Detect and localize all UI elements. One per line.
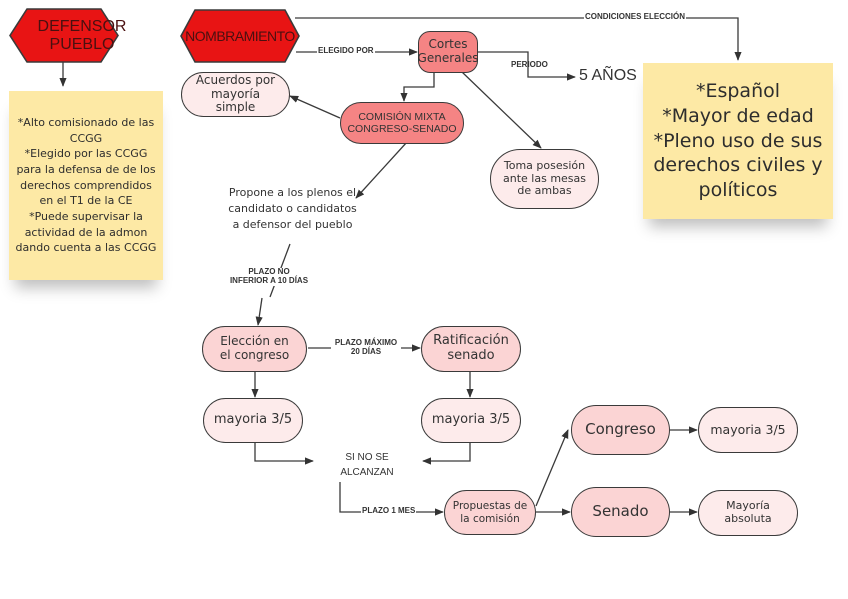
note-line: en el T1 de la CE (39, 194, 133, 208)
senado-node[interactable]: Senado (571, 487, 670, 537)
edge-comision-propone (355, 141, 408, 199)
note-line: derechos civiles y (653, 154, 823, 177)
acuerdos-label: Acuerdos por mayoría simple (195, 72, 276, 115)
note-line: dando cuenta a las CCGG (15, 241, 157, 255)
senado-mayoria-label: Mayoría absoluta (724, 499, 772, 525)
defensor-note: *Alto comisionado de las CCGG *Elegido p… (9, 91, 163, 280)
ratificacion-senado-node[interactable]: Ratificación senado (421, 326, 521, 372)
mayoria-senado-label: mayoria 3/5 (431, 412, 511, 428)
note-line: políticos (698, 179, 778, 202)
comision-mixta-node[interactable]: COMISIÓN MIXTA CONGRESO-SENADO (340, 102, 464, 144)
note-line: actividad de la admon (24, 225, 148, 239)
edge-mayoria-sino-right (422, 443, 471, 465)
ratificacion-senado-label: Ratificación senado (433, 333, 509, 363)
edge-periodo (478, 51, 576, 81)
mayoria-congreso-node[interactable]: mayoria 3/5 (203, 398, 303, 443)
toma-posesion-node[interactable]: Toma posesión ante las mesas de ambas (490, 149, 599, 209)
congreso-node[interactable]: Congreso (571, 405, 670, 455)
edge-label-condiciones: CONDICIONES ELECCIÓN (584, 12, 687, 22)
cinco-anos-text: 5 AÑOS (579, 67, 637, 84)
edge-cortes-comision (400, 72, 435, 102)
hexagon-shape (9, 8, 119, 63)
toma-posesion-label: Toma posesión ante las mesas de ambas (503, 159, 586, 198)
note-line: *Español (695, 80, 781, 103)
si-no-se-alcanzan-text: SI NO SE ALCANZAN (340, 452, 394, 478)
nombramiento-label: NOMBRAMIENTO (185, 28, 295, 44)
edge-propuestas-congreso (535, 429, 569, 507)
note-line: para la defensa de de los (16, 163, 156, 177)
note-line: *Pleno uso de sus (653, 129, 823, 152)
edge-mayoria-sino-left (254, 443, 314, 465)
condiciones-note: *Español *Mayor de edad *Pleno uso de su… (643, 63, 833, 219)
congreso-mayoria-label: mayoria 3/5 (710, 421, 786, 437)
defensor-pueblo-hexagon[interactable]: DEFENSOR PUEBLO (9, 8, 126, 63)
propone-text: Propone a los plenos el candidato o cand… (228, 186, 357, 231)
nombramiento-hexagon[interactable]: NOMBRAMIENTO (180, 9, 300, 63)
edge-comision-acuerdos (289, 95, 341, 119)
congreso-mayoria-node[interactable]: mayoria 3/5 (698, 407, 798, 453)
propuestas-comision-label: Propuestas de la comisión (452, 500, 528, 525)
mayoria-congreso-label: mayoria 3/5 (213, 412, 293, 428)
edge-label-elegido-por: ELEGIDO POR (317, 46, 375, 56)
note-line: *Elegido por las CCGG (24, 147, 148, 161)
hexagon-shape (180, 9, 300, 63)
note-line: *Alto comisionado de las (17, 116, 155, 130)
defensor-pueblo-label: DEFENSOR PUEBLO (37, 17, 127, 53)
comision-mixta-label: COMISIÓN MIXTA CONGRESO-SENADO (347, 110, 457, 135)
note-line: *Puede supervisar la (29, 209, 143, 223)
mayoria-senado-node[interactable]: mayoria 3/5 (421, 398, 521, 443)
eleccion-congreso-label: Elección en el congreso (219, 334, 290, 362)
edge-label-plazo-maximo: PLAZO MÁXIMO 20 DÍAS (331, 338, 401, 357)
note-line: CCGG (69, 131, 103, 145)
senado-mayoria-node[interactable]: Mayoría absoluta (698, 490, 798, 536)
congreso-label: Congreso (585, 420, 656, 439)
edge-label-plazo-no-inferior: PLAZO NO INFERIOR A 10 DÍAS (228, 267, 310, 286)
senado-label: Senado (592, 502, 649, 521)
edge-label-periodo: PERIODO (511, 60, 548, 69)
edge-condiciones (295, 17, 742, 61)
edge-cortes-toma (461, 71, 542, 149)
cortes-generales-node[interactable]: Cortes Generales (418, 31, 478, 73)
edge-label-plazo-1-mes: PLAZO 1 MES (361, 506, 417, 516)
acuerdos-node[interactable]: Acuerdos por mayoría simple (181, 72, 290, 117)
note-line: derechos comprendidos (20, 178, 152, 192)
note-line: *Mayor de edad (662, 104, 814, 127)
eleccion-congreso-node[interactable]: Elección en el congreso (202, 326, 307, 372)
cortes-generales-label: Cortes Generales (417, 37, 479, 65)
propuestas-comision-node[interactable]: Propuestas de la comisión (444, 490, 536, 535)
edge-propone-eleccion-end (255, 297, 263, 326)
